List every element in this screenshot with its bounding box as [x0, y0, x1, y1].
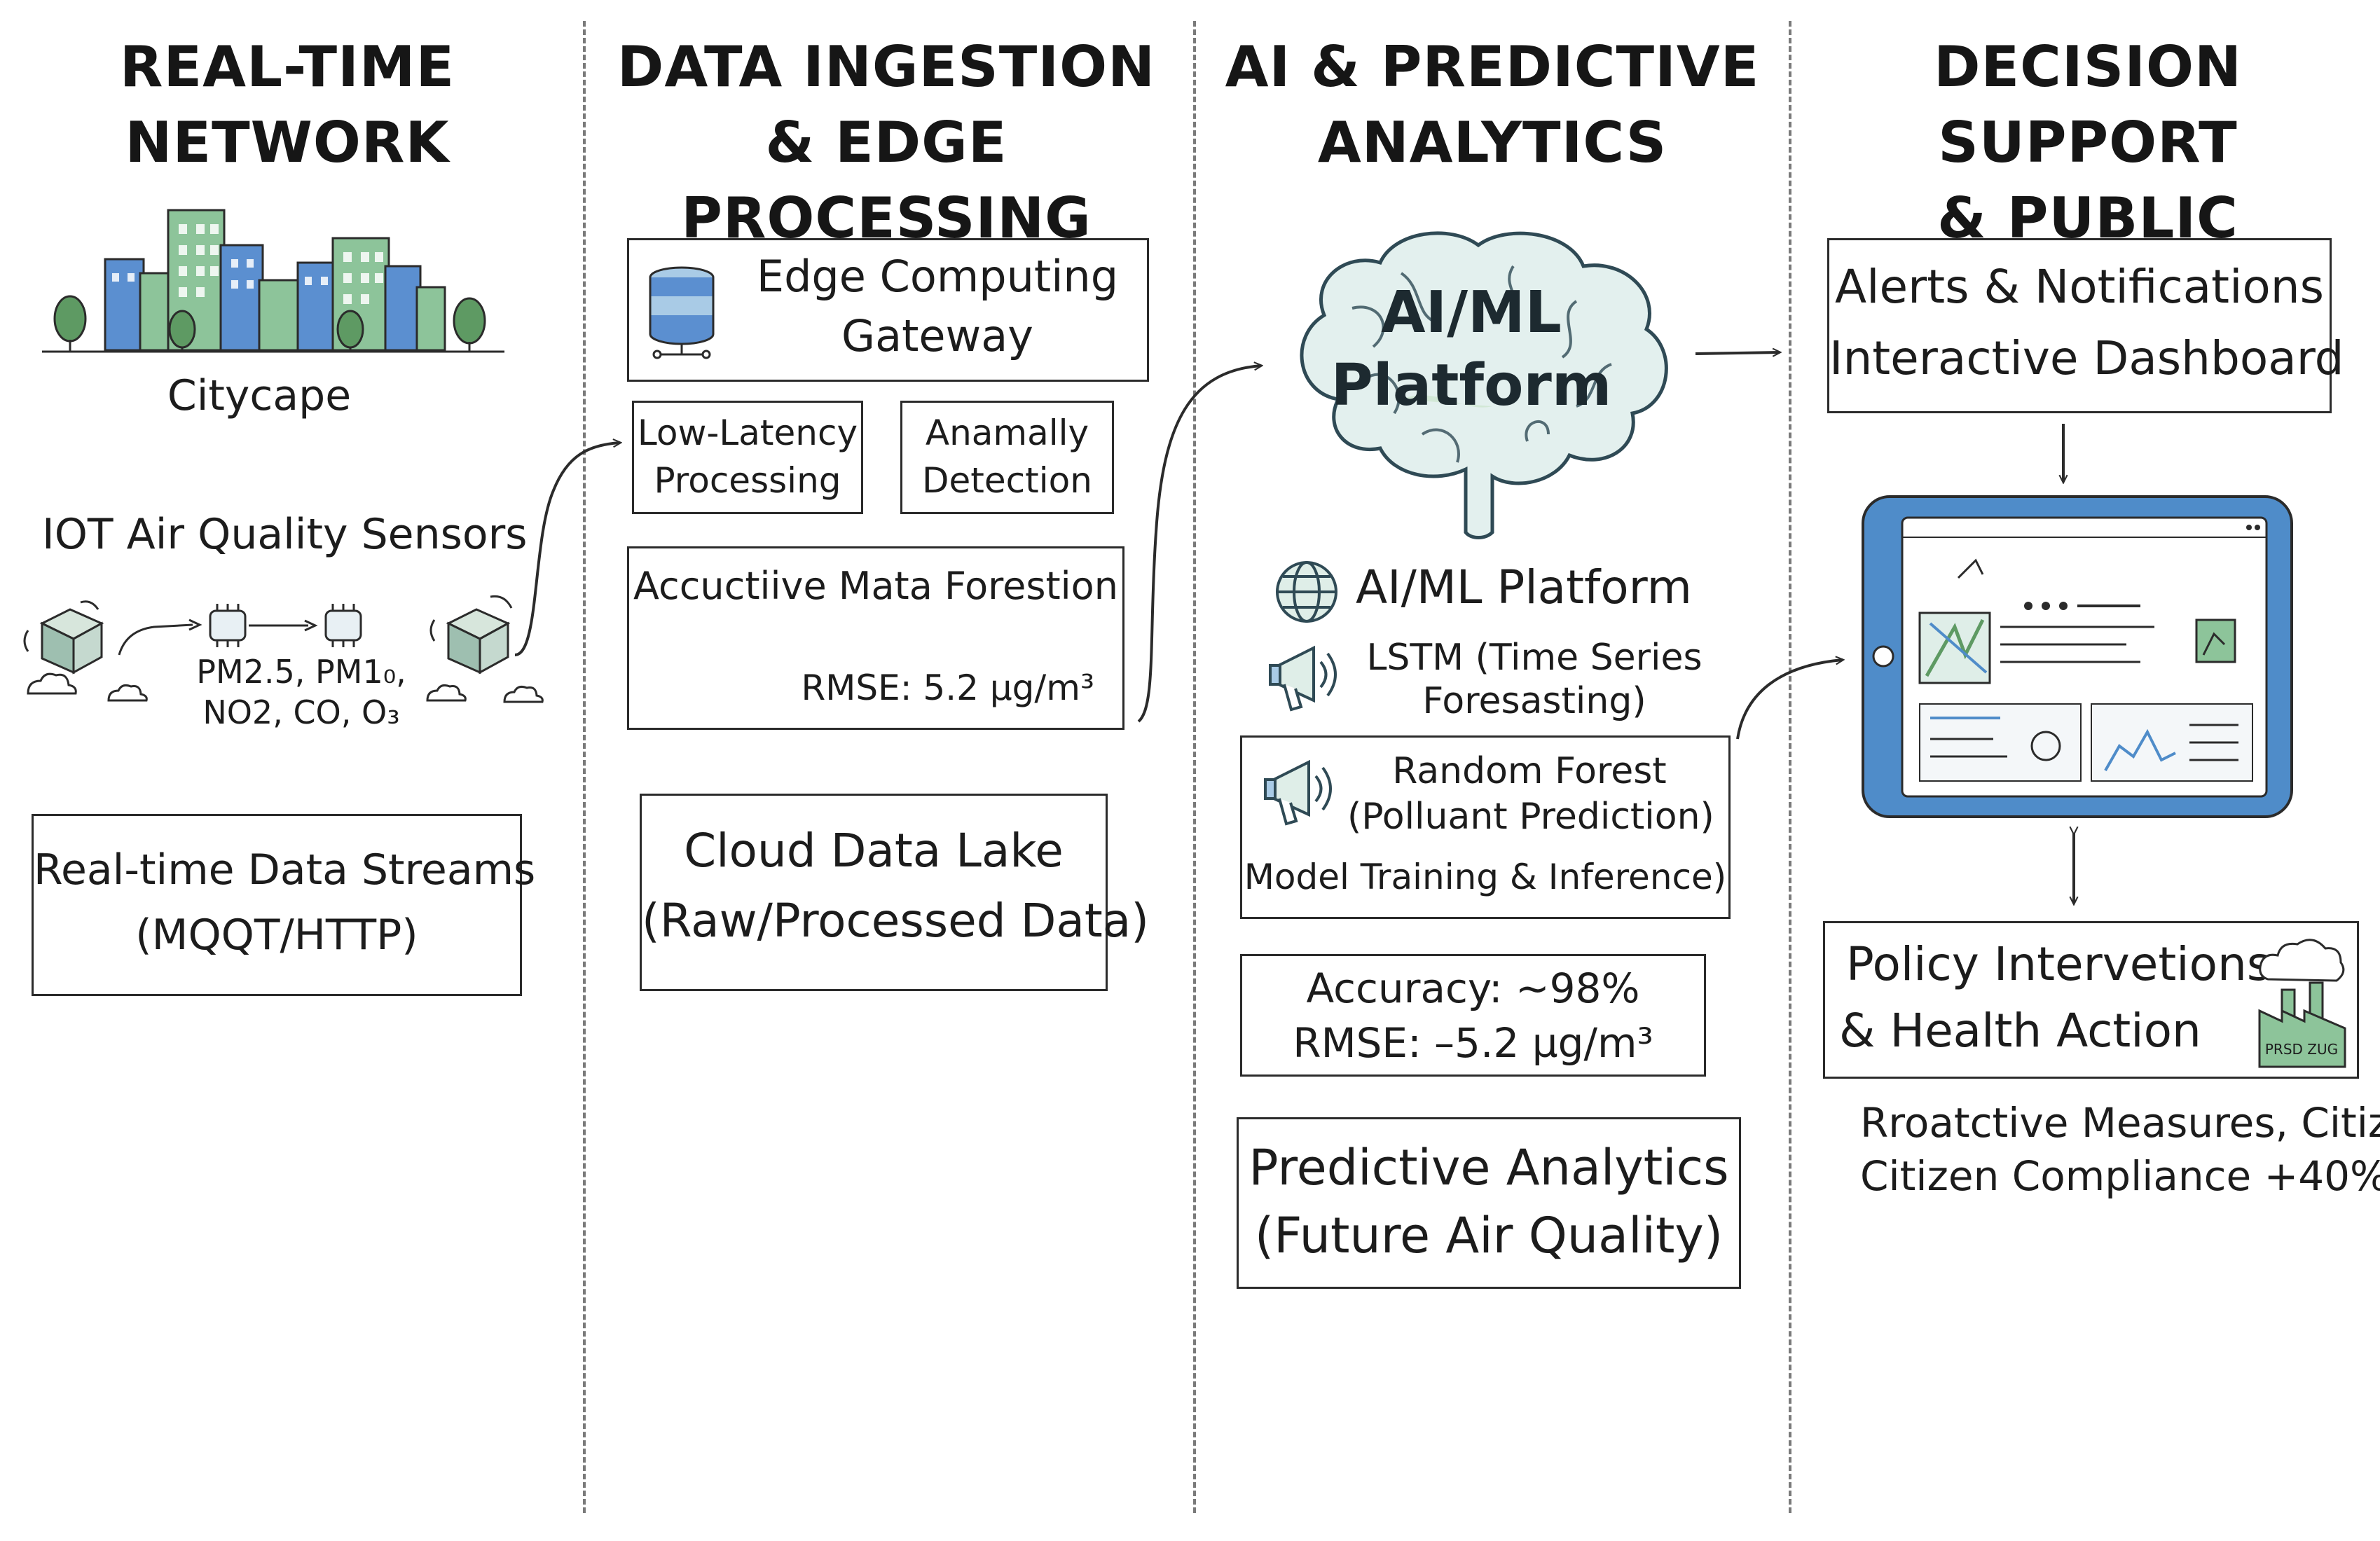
platform-label: AI/ML Platform: [1356, 560, 1692, 614]
arrow-rf-to-tablet: [1736, 660, 1843, 740]
sensor-cube-icon: [429, 595, 513, 675]
random-forest-box: Random Forest (Polluant Prediction) Mode…: [1240, 735, 1731, 919]
brain-label: AI/ML Platform: [1317, 277, 1625, 422]
cityscape-icon: [42, 209, 504, 353]
edge-gateway-box: Edge Computing Gateway: [627, 238, 1149, 382]
alerts-line1: Alerts & Notifications: [1835, 260, 2324, 314]
factory-sign: PRSD ZUG: [2265, 1041, 2338, 1058]
lstm-line1: LSTM (Time Series: [1366, 637, 1703, 679]
cloud-data-lake-line2: (Raw/Processed Data): [642, 894, 1150, 948]
column-title-analytics-line1: AI & PREDICTIVE: [1225, 34, 1760, 99]
server-icon: [649, 266, 715, 359]
measures-label: Rroatctive Measures, Citizen Citizen Com…: [1860, 1096, 2380, 1203]
low-latency-line1: Low-Latency: [637, 413, 858, 453]
arrow-ai-to-alerts: [1695, 352, 1780, 354]
measures-line1: Rroatctive Measures, Citizen: [1860, 1099, 2380, 1147]
forest-title: Accuctiive Mata Forestion: [633, 564, 1118, 608]
low-latency-box: Low-Latency Processing: [632, 401, 863, 514]
column-divider-2: [1193, 21, 1196, 1513]
brain-label-line2: Platform: [1330, 352, 1612, 419]
chip-icon: [209, 609, 362, 642]
policy-box: Policy Intervetions & Health Action PRSD…: [1823, 921, 2359, 1079]
edge-gateway-line2: Gateway: [841, 310, 1033, 361]
tablet-dashboard-icon: [1862, 495, 2293, 818]
megaphone-icon: [1264, 759, 1332, 826]
predictive-analytics-line2: (Future Air Quality): [1254, 1207, 1724, 1264]
column-title-analytics: AI & PREDICTIVE ANALYTICS: [1205, 29, 1780, 181]
column-title-decision-line1: DECISION SUPPORT: [1934, 34, 2242, 175]
data-streams-line2: (MQQT/HTTP): [135, 911, 418, 960]
data-streams-line1: Real-time Data Streams: [34, 845, 536, 894]
column-title-network-line2: NETWORK: [125, 110, 450, 175]
measures-line2: Citizen Compliance +40%: [1860, 1152, 2380, 1200]
accuracy-box: Accuracy: ~98% RMSE: –5.2 µg/m³: [1240, 954, 1706, 1077]
sensors-label: IOT Air Quality Sensors: [42, 510, 528, 559]
pollutants-line1: PM2.5, PM1₀,: [196, 653, 406, 691]
column-title-network: REAL-TIME NETWORK: [21, 29, 553, 181]
alerts-line2: Interactive Dashboard: [1829, 331, 2344, 385]
arrow-sensors-to-edge: [514, 443, 620, 656]
pollutants-line2: NO2, CO, O₃: [202, 693, 400, 731]
anomaly-line1: Anamally: [925, 413, 1089, 453]
column-title-analytics-line2: ANALYTICS: [1317, 110, 1667, 175]
column-divider-1: [583, 21, 586, 1513]
low-latency-line2: Processing: [654, 460, 841, 501]
random-forest-line2: (Polluant Prediction): [1347, 796, 1714, 838]
forest-rmse-box: Accuctiive Mata Forestion RMSE: 5.2 µg/m…: [627, 546, 1124, 730]
data-streams-box: Real-time Data Streams (MQQT/HTTP): [32, 814, 536, 996]
cloud-data-lake-box: Cloud Data Lake (Raw/Processed Data): [640, 794, 1150, 991]
random-forest-line3: Model Training & Inference): [1244, 857, 1727, 897]
accuracy-line2: RMSE: –5.2 µg/m³: [1293, 1019, 1653, 1067]
pollutants-label: PM2.5, PM1₀, NO2, CO, O₃: [189, 651, 413, 733]
column-divider-3: [1789, 21, 1791, 1513]
globe-icon: [1276, 561, 1337, 623]
column-title-ingestion-line1: DATA INGESTION: [617, 34, 1156, 99]
predictive-analytics-line1: Predictive Analytics: [1249, 1139, 1729, 1196]
accuracy-line1: Accuracy: ~98%: [1306, 965, 1640, 1012]
sensor-row: [23, 595, 544, 703]
edge-gateway-line1: Edge Computing: [756, 251, 1119, 302]
lstm-line2: Foresasting): [1422, 680, 1646, 722]
cloud-data-lake-line1: Cloud Data Lake: [684, 824, 1064, 878]
arrow-ingestion-to-ai: [1137, 366, 1261, 723]
random-forest-line1: Random Forest: [1392, 750, 1667, 792]
brain-icon: [1300, 231, 1668, 539]
smoke-cloud-icon: [2259, 939, 2345, 982]
lstm-label: LSTM (Time Series Foresasting): [1345, 636, 1724, 723]
alerts-box: Alerts & Notifications Interactive Dashb…: [1827, 238, 2344, 413]
sensor-cube-icon: [23, 600, 104, 675]
column-title-network-line1: REAL-TIME: [119, 34, 455, 99]
anomaly-box: Anamally Detection: [900, 401, 1114, 514]
forest-rmse: RMSE: 5.2 µg/m³: [801, 668, 1094, 708]
anomaly-line2: Detection: [922, 460, 1092, 501]
cloud-icon: [27, 672, 148, 702]
predictive-analytics-box: Predictive Analytics (Future Air Quality…: [1237, 1117, 1741, 1289]
policy-line2: & Health Action: [1839, 1004, 2201, 1058]
factory-icon: PRSD ZUG: [2258, 939, 2346, 1068]
policy-line1: Policy Intervetions: [1846, 937, 2271, 991]
cityscape-label: Citycape: [167, 371, 352, 420]
brain-label-line1: AI/ML: [1381, 279, 1562, 346]
megaphone-icon: [1269, 645, 1337, 712]
